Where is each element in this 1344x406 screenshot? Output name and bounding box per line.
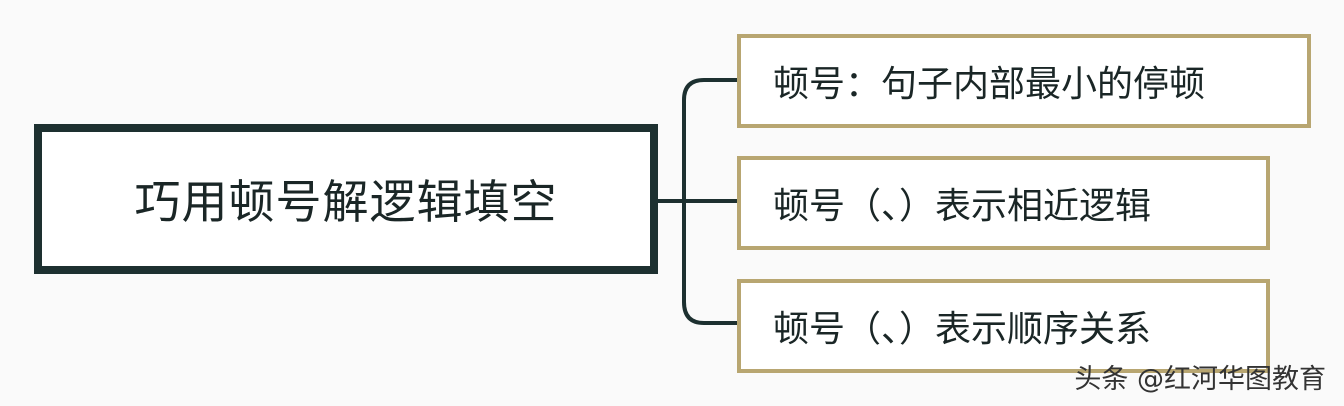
connector-branch-3 xyxy=(682,201,737,325)
root-node: 巧用顿号解逻辑填空 xyxy=(34,124,658,274)
connector-branch-1 xyxy=(682,78,737,201)
branch-node-order-relation: 顿号（、）表示顺序关系 xyxy=(737,279,1270,373)
branch-label: 顿号（、）表示相近逻辑 xyxy=(773,186,1152,227)
branch-label: 顿号：句子内部最小的停顿 xyxy=(773,64,1206,105)
watermark-text: 头条 @红河华图教育 xyxy=(1074,364,1326,395)
root-label: 巧用顿号解逻辑填空 xyxy=(134,175,558,229)
branch-node-pause: 顿号：句子内部最小的停顿 xyxy=(737,34,1311,128)
branch-node-similar-logic: 顿号（、）表示相近逻辑 xyxy=(737,156,1270,250)
branch-label: 顿号（、）表示顺序关系 xyxy=(773,309,1152,350)
